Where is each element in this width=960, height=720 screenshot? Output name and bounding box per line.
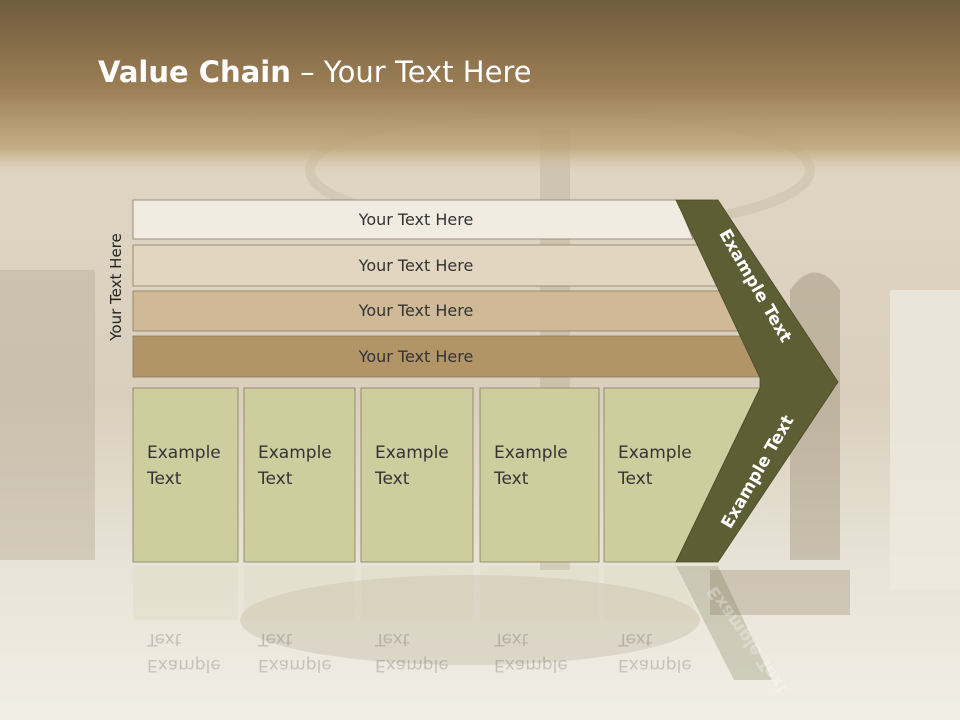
row-label-4: Your Text Here [358,346,474,366]
column-box-3 [360,387,474,563]
column-label-3: Example Text [375,443,449,489]
column-reflection-5 [604,566,700,620]
column-label-reflection-1: Example Text [147,629,221,675]
column-box-1 [132,387,239,563]
column-reflection-4 [480,566,599,620]
vertical-axis-label: Your Text Here [107,233,125,341]
row-label-1: Your Text Here [358,209,474,229]
row-bar-1 [132,199,694,240]
column-label-reflection-2: Example Text [258,629,332,675]
column-label-reflection-3: Example Text [375,629,449,675]
chevron-arrow-reflection [676,566,772,680]
row-label-2: Your Text Here [358,255,474,275]
column-label-1: Example Text [147,443,221,489]
column-label-reflection-5: Example Text [618,629,692,675]
column-box-4 [479,387,600,563]
column-label-reflection-4: Example Text [494,629,568,675]
column-reflection-3 [361,566,473,620]
row-label-3: Your Text Here [358,301,474,320]
column-label-4: Example Text [494,443,568,489]
column-label-2: Example Text [258,443,332,489]
column-label-5: Example Text [618,443,692,489]
column-reflection-1 [133,566,238,620]
chevron-arrow [675,199,839,563]
slide-title: Value Chain – Your Text Here [98,55,532,89]
column-box-2 [243,387,356,563]
column-reflection-2 [244,566,355,620]
